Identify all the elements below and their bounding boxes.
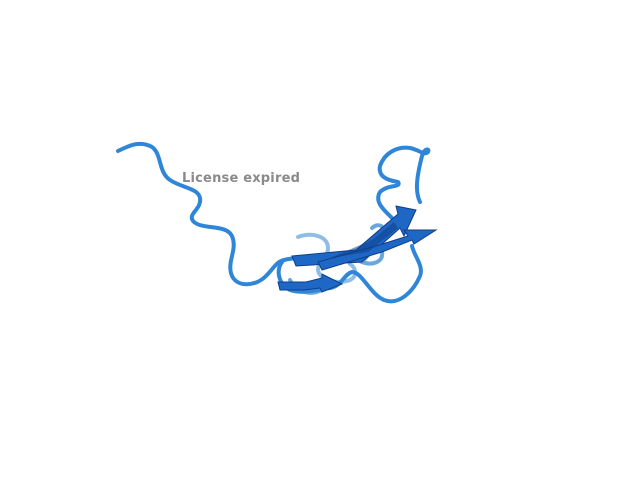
beta-strand-shadow xyxy=(330,222,398,258)
license-watermark: License expired xyxy=(182,171,301,186)
coil-upper-hairpin xyxy=(376,145,431,220)
beta-strand-2 xyxy=(317,229,438,271)
beta-strand-3 xyxy=(277,273,344,293)
coil-n-terminal xyxy=(116,141,302,287)
coil-back-segment xyxy=(296,232,358,284)
